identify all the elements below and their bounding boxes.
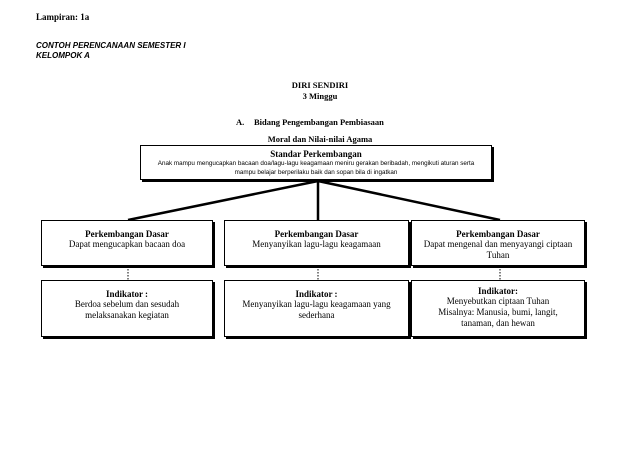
indikator-text-2: Menyanyikan lagu-lagu keagamaan yang sed… [242,299,391,320]
indikator-text-3: Menyebutkan ciptaan Tuhan Misalnya: Manu… [438,296,558,328]
plan-title: CONTOH PERENCANAAN SEMESTER I [36,41,186,50]
indikator-text-1: Berdoa sebelum dan sesudah melaksanakan … [74,299,180,320]
standar-text: Anak mampu mengucapkan bacaan doa/lagu-l… [157,160,475,176]
indikator-title-2: Indikator : [295,289,338,299]
dasar-box-3: Perkembangan Dasar Dapat mengenal dan me… [411,220,585,266]
dasar-text-3: Dapat mengenal dan menyayangi ciptaan Tu… [423,239,573,260]
theme-title: DIRI SENDIRI [291,80,349,90]
indikator-box-2: Indikator : Menyanyikan lagu-lagu keagam… [224,280,409,337]
subsection-title: Moral dan Nilai-nilai Agama [267,134,373,144]
dasar-box-2: Perkembangan Dasar Menyanyikan lagu-lagu… [224,220,409,266]
dasar-box-1: Perkembangan Dasar Dapat mengucapkan bac… [41,220,213,266]
indikator-box-1: Indikator : Berdoa sebelum dan sesudah m… [41,280,213,337]
standar-title: Standar Perkembangan [270,149,362,159]
group-label: KELOMPOK A [36,51,90,60]
dasar-title-3: Perkembangan Dasar [456,229,540,239]
indikator-title-3: Indikator: [477,286,518,296]
indikator-box-3: Indikator: Menyebutkan ciptaan Tuhan Mis… [411,280,585,337]
section-letter: A. [236,117,245,127]
indikator-title-1: Indikator : [105,289,149,299]
connector-to-right [317,179,501,222]
dasar-title-1: Perkembangan Dasar [85,229,169,239]
connector-to-left [127,179,319,222]
standar-box: Standar Perkembangan Anak mampu mengucap… [140,145,492,180]
section-title: Bidang Pengembangan Pembiasaan [254,117,384,127]
lampiran-label: Lampiran: 1a [36,12,90,22]
dasar-title-2: Perkembangan Dasar [274,229,359,239]
dasar-text-1: Dapat mengucapkan bacaan doa [68,239,186,249]
dasar-text-2: Menyanyikan lagu-lagu keagamaan [252,239,381,249]
theme-duration: 3 Minggu [302,91,338,101]
